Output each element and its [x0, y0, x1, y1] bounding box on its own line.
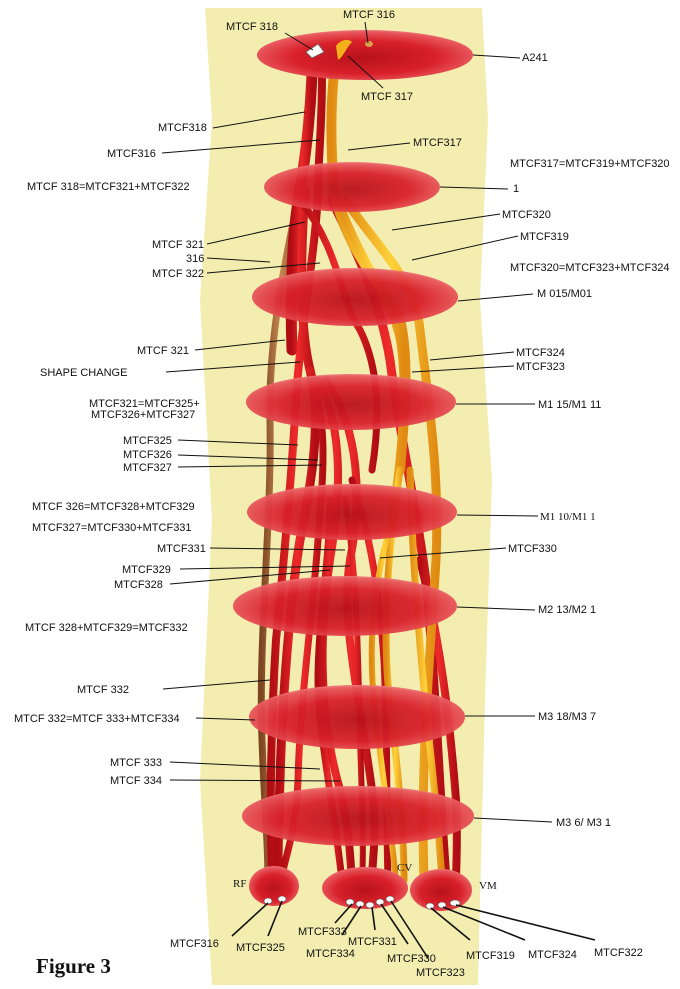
label-top-316: MTCF 316	[343, 9, 395, 21]
bottom-label-330: MTCF330	[387, 953, 436, 965]
equation-320: MTCF320=MTCF323+MTCF324	[510, 262, 670, 274]
label-mtcf325: MTCF325	[123, 435, 172, 447]
label-mtcf320: MTCF320	[502, 209, 551, 221]
level-label-6: M3 18/M3 7	[538, 711, 596, 723]
label-mtcf319: MTCF319	[520, 231, 569, 243]
group-label-vm: VM	[479, 880, 497, 892]
disc-level-5	[233, 576, 457, 636]
group-label-rf: RF	[233, 878, 246, 890]
bottom-label-333: MTCF333	[298, 926, 347, 938]
bottom-label-331: MTCF331	[348, 936, 397, 948]
bottom-label-322: MTCF322	[594, 947, 643, 959]
disc-level-6	[249, 685, 465, 749]
label-mtcf324: MTCF324	[516, 347, 565, 359]
label-mtcf329: MTCF329	[122, 564, 171, 576]
disc-A241	[257, 30, 473, 80]
level-label-1: 1	[513, 183, 519, 195]
label-mtcf327: MTCF327	[123, 462, 172, 474]
disc-level-3	[246, 374, 456, 430]
equation-326: MTCF 326=MTCF328+MTCF329	[32, 501, 195, 513]
label-mtcf331: MTCF331	[157, 543, 206, 555]
equation-327: MTCF327=MTCF330+MTCF331	[32, 522, 192, 534]
label-mtcf-333: MTCF 333	[110, 757, 162, 769]
bottom-label-324: MTCF324	[528, 949, 577, 961]
label-mtcf-322: MTCF 322	[152, 268, 204, 280]
figure-title: Figure 3	[36, 954, 111, 979]
label-shape-change: SHAPE CHANGE	[40, 367, 127, 379]
equation-318: MTCF 318=MTCF321+MTCF322	[27, 181, 190, 193]
disc-level-7	[242, 786, 474, 846]
bottom-label-334: MTCF334	[306, 948, 355, 960]
label-mtcf-334: MTCF 334	[110, 775, 162, 787]
bottom-label-316: MTCF316	[170, 938, 219, 950]
label-mtcf318: MTCF318	[158, 122, 207, 134]
equation-321-line2: MTCF326+MTCF327	[91, 409, 195, 421]
equation-332: MTCF 328+MTCF329=MTCF332	[25, 622, 188, 634]
group-cv-disc	[322, 867, 408, 909]
label-mtcf-321b: MTCF 321	[137, 345, 189, 357]
top-marker-316	[365, 41, 373, 47]
group-rf-disc	[249, 866, 299, 906]
label-316: 316	[186, 253, 204, 265]
label-mtcf323: MTCF323	[516, 361, 565, 373]
disc-level-4	[247, 484, 457, 540]
equation-317: MTCF317=MTCF319+MTCF320	[510, 158, 670, 170]
bottom-label-323: MTCF323	[416, 967, 465, 979]
level-label-7: M3 6/ M3 1	[556, 817, 611, 829]
label-mtcf-332: MTCF 332	[77, 684, 129, 696]
group-label-cv: CV	[397, 862, 412, 874]
label-mtcf326: MTCF326	[123, 449, 172, 461]
bottom-label-319: MTCF319	[466, 950, 515, 962]
label-top-318: MTCF 318	[226, 21, 278, 33]
disc-level-2	[252, 268, 458, 326]
label-mtcf328: MTCF328	[114, 579, 163, 591]
label-mtcf316: MTCF316	[107, 148, 156, 160]
level-label-3: M1 15/M1 11	[538, 399, 601, 411]
level-label-2: M 015/M01	[537, 288, 592, 300]
disc-level-1	[264, 162, 440, 212]
level-label-0: A241	[522, 52, 548, 64]
level-label-4: M1 10/M1 1	[540, 511, 596, 523]
label-mtcf317: MTCF317	[413, 137, 462, 149]
label-mtcf-321: MTCF 321	[152, 239, 204, 251]
label-mtcf330: MTCF330	[508, 543, 557, 555]
equation-334: MTCF 332=MTCF 333+MTCF334	[14, 713, 180, 725]
level-label-5: M2 13/M2 1	[538, 604, 596, 616]
label-top-317: MTCF 317	[361, 91, 413, 103]
bottom-label-325: MTCF325	[236, 942, 285, 954]
